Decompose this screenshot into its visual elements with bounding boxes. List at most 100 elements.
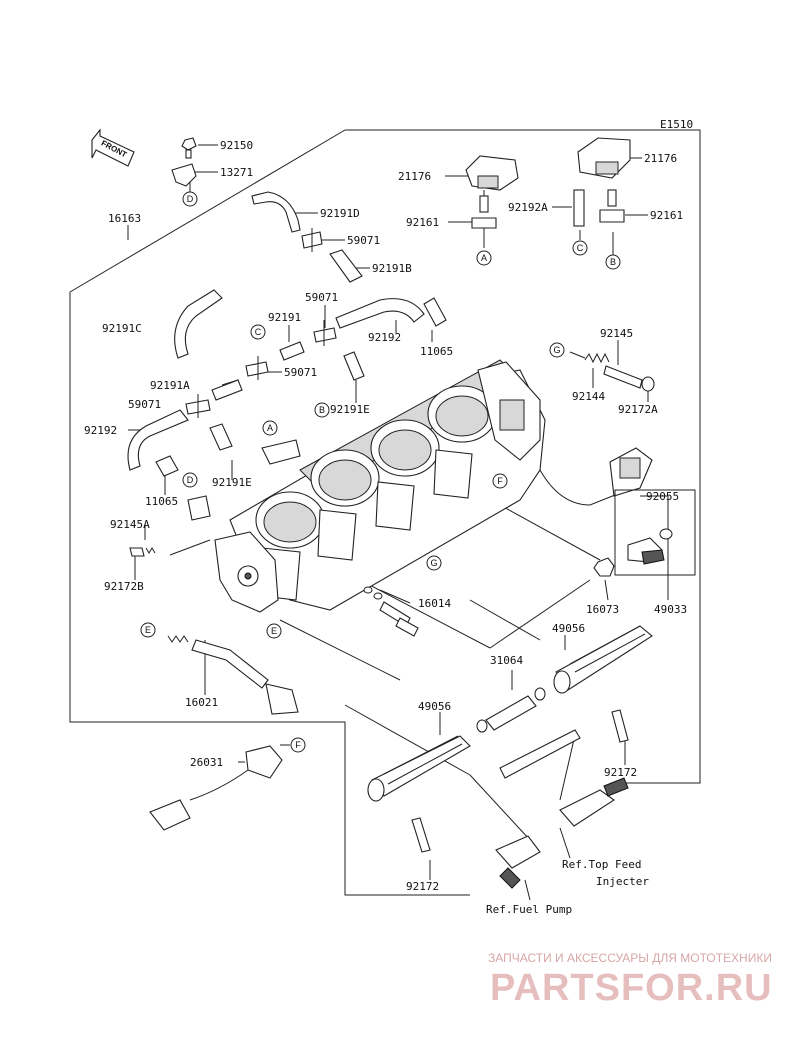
label-16163: 16163 bbox=[108, 212, 141, 225]
ref-injector-line2: Injecter bbox=[596, 875, 649, 888]
label-92172-bottom: 92172 bbox=[406, 880, 439, 893]
label-13271: 13271 bbox=[220, 166, 253, 179]
label-59071-a: 59071 bbox=[347, 234, 380, 247]
label-92192A: 92192A bbox=[508, 201, 548, 214]
bolt-92150 bbox=[181, 137, 197, 159]
callout-c-top: C bbox=[577, 243, 584, 253]
label-59071-c: 59071 bbox=[284, 366, 317, 379]
front-arrow-icon: FRONT bbox=[91, 128, 135, 167]
guide-lines bbox=[279, 504, 601, 841]
label-11065-top: 11065 bbox=[420, 345, 453, 358]
label-26031: 26031 bbox=[190, 756, 223, 769]
diagram-code: E1510 bbox=[660, 118, 693, 131]
map-sensor-right bbox=[577, 137, 631, 223]
screw-92145 bbox=[603, 365, 655, 392]
callout-a-mid: A bbox=[267, 423, 273, 433]
callout-g-mid: G bbox=[430, 558, 437, 568]
fitting-59071-b bbox=[313, 320, 337, 346]
joint-31064 bbox=[476, 687, 546, 733]
hose-92192-left bbox=[127, 409, 189, 471]
hose-92191E-b bbox=[209, 423, 233, 451]
watermark-logo: PARTSFOR.RU bbox=[490, 967, 773, 1009]
label-92172B: 92172B bbox=[104, 580, 144, 593]
spring-92144 bbox=[584, 352, 610, 364]
label-92172A: 92172A bbox=[618, 403, 658, 416]
label-92055: 92055 bbox=[646, 490, 679, 503]
label-92161-right: 92161 bbox=[650, 209, 683, 222]
label-92150: 92150 bbox=[220, 139, 253, 152]
bracket-D bbox=[187, 495, 211, 521]
hose-92191D bbox=[251, 191, 301, 233]
parts-16014 bbox=[363, 586, 419, 637]
watermark-tagline: ЗАПЧАСТИ И АКСЕССУАРЫ ДЛЯ МОТОТЕХНИКИ bbox=[488, 951, 772, 965]
label-21176-left: 21176 bbox=[398, 170, 431, 183]
label-59071-b: 59071 bbox=[305, 291, 338, 304]
screw-92172B bbox=[129, 547, 156, 557]
callout-f-mid: F bbox=[497, 476, 503, 486]
cap-16073 bbox=[593, 557, 615, 577]
label-16021: 16021 bbox=[185, 696, 218, 709]
callout-g-right: G bbox=[553, 345, 560, 355]
label-49056-left: 49056 bbox=[418, 700, 451, 713]
label-21176-right: 21176 bbox=[644, 152, 677, 165]
label-92144: 92144 bbox=[572, 390, 605, 403]
hose-92191A bbox=[211, 379, 243, 401]
injector-connector bbox=[559, 777, 629, 827]
ref-injector-line1: Ref.Top Feed bbox=[562, 858, 641, 871]
label-92191C: 92191C bbox=[102, 322, 142, 335]
callout-f-bottom: F bbox=[295, 740, 301, 750]
harness-16021 bbox=[167, 635, 299, 715]
fitting-59071-c bbox=[245, 356, 269, 380]
label-92161-left: 92161 bbox=[406, 216, 439, 229]
label-92191E-a: 92191E bbox=[330, 403, 370, 416]
sensor-49033 bbox=[614, 489, 696, 576]
bolt-92172-left bbox=[411, 817, 431, 853]
throttle-body-assembly bbox=[214, 359, 546, 613]
label-31064: 31064 bbox=[490, 654, 523, 667]
callout-d-top: D bbox=[187, 194, 194, 204]
hose-92192-top bbox=[335, 298, 425, 329]
tps-harness bbox=[539, 447, 653, 506]
bracket-A bbox=[261, 439, 301, 465]
part-number-labels: 92150 13271 16163 92191D 59071 92191B 21… bbox=[84, 139, 687, 893]
delivery-pipe-49056-right bbox=[553, 625, 653, 694]
callout-b-top: B bbox=[610, 257, 616, 267]
label-11065-left: 11065 bbox=[145, 495, 178, 508]
pipe-92192A bbox=[573, 189, 585, 227]
callout-e-mid: E bbox=[271, 626, 277, 636]
assembly-boundary bbox=[345, 129, 701, 784]
bolt-92172-right bbox=[611, 709, 629, 743]
callout-a-top: A bbox=[481, 253, 487, 263]
label-92145A: 92145A bbox=[110, 518, 150, 531]
watermark: ЗАПЧАСТИ И АКСЕССУАРЫ ДЛЯ МОТОТЕХНИКИ PA… bbox=[488, 951, 773, 1009]
hose-11065-top bbox=[423, 297, 447, 327]
label-49033: 49033 bbox=[654, 603, 687, 616]
fitting-59071-a bbox=[301, 228, 323, 252]
label-92191: 92191 bbox=[268, 311, 301, 324]
callout-b-mid: B bbox=[319, 405, 325, 415]
hose-11065-left bbox=[155, 455, 179, 477]
hose-92191C bbox=[174, 289, 223, 359]
hose-92191 bbox=[279, 341, 305, 361]
label-92192-top: 92192 bbox=[368, 331, 401, 344]
delivery-pipe-49056-left bbox=[367, 735, 471, 802]
label-92191E-b: 92191E bbox=[212, 476, 252, 489]
hose-92191B bbox=[329, 249, 363, 283]
label-92145: 92145 bbox=[600, 327, 633, 340]
label-16014: 16014 bbox=[418, 597, 451, 610]
label-92192-left: 92192 bbox=[84, 424, 117, 437]
assembly-boundary-left bbox=[69, 129, 470, 896]
callout-d-mid: D bbox=[187, 475, 194, 485]
callout-e-left: E bbox=[145, 625, 151, 635]
label-92191B: 92191B bbox=[372, 262, 412, 275]
hose-92191E-a bbox=[343, 351, 365, 381]
label-92191A: 92191A bbox=[150, 379, 190, 392]
fitting-59071-d bbox=[185, 394, 211, 418]
ref-fuel-pump: Ref.Fuel Pump bbox=[486, 903, 572, 916]
harness-26031 bbox=[149, 745, 283, 831]
reference-notes: Ref.Top Feed Injecter Ref.Fuel Pump bbox=[486, 858, 649, 916]
label-16073: 16073 bbox=[586, 603, 619, 616]
bracket-13271 bbox=[171, 163, 197, 187]
callout-circles: D A C B C G B A D F G E E F bbox=[140, 191, 621, 753]
